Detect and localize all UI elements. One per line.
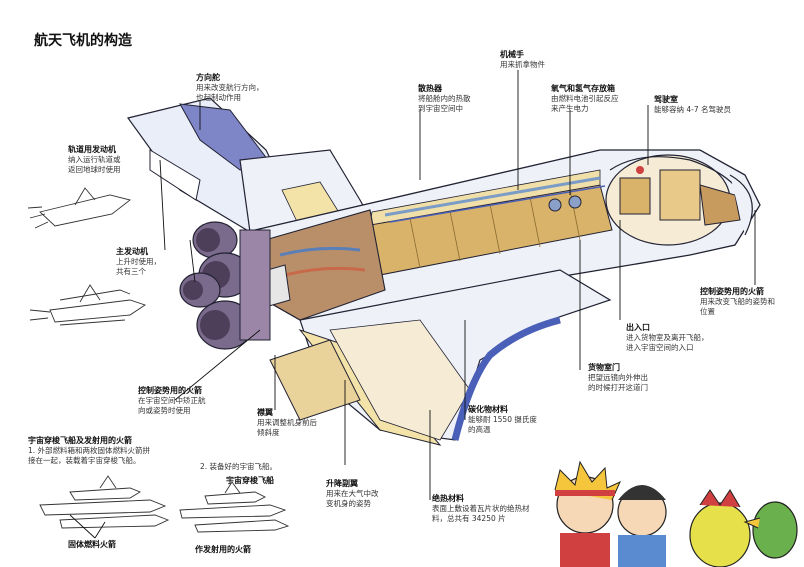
lower-wing (269, 269, 612, 446)
label-orbital-engine: 轨道用发动机 纳入运行轨道或 返回地球时使用 (68, 145, 121, 174)
label-launch: 宇宙穿梭飞船及发射用的火箭 1. 外部燃料箱和两枚固体燃料火箭拼 接在一起，装载… (28, 436, 151, 465)
label-control-rocket-front: 控制姿势用的火箭 用来改变飞船的姿势和 位置 (700, 287, 775, 316)
label-robot-arm: 机械手 用来抓拿物件 (500, 50, 545, 69)
label-srb-tag: 固体燃料火箭 (68, 540, 116, 549)
sketch-orbital-shuttle (27, 187, 132, 229)
sketch-assembled (179, 481, 290, 533)
label-launch-rocket-tag: 作发射用的火箭 (195, 545, 251, 554)
label-rudder: 方向舵 用来改变航行方向， 也起制动作用 (196, 73, 264, 102)
label-tanks: 氧气和氢气存放箱 由燃料电池引起反应 来产生电力 (551, 84, 619, 113)
label-body-flap: 襟翼 用来调整机身前后 倾斜度 (257, 408, 317, 437)
label-control-rocket-rear: 控制姿势用的火箭 在宇宙空间中矫正航 向或姿势时使用 (138, 386, 206, 415)
sketch-stack (39, 475, 170, 529)
label-insulation: 绝热材料 表面上敷设着瓦片状的绝热材 料，总共有 34250 片 (432, 494, 530, 523)
page-title: 航天飞机的构造 (34, 33, 132, 49)
fuselage (249, 149, 761, 321)
main-engines (179, 221, 271, 350)
cartoon-characters (554, 460, 798, 567)
label-cockpit: 驾驶室 能够容纳 4-7 名驾驶员 (654, 95, 732, 114)
label-elevon: 升降副翼 用来在大气中改 变机身的姿势 (326, 479, 379, 508)
label-step2: 2. 装备好的宇宙飞船。 (200, 462, 278, 471)
label-hatch: 出入口 进入货物室及离开飞船， 进入宇宙空间的入口 (626, 323, 709, 352)
sketch-ascent-shuttle (29, 284, 147, 326)
leader-lines (69, 70, 756, 539)
label-carbon: 碳化物材料 能够耐 1550 摄氏度 的高温 (468, 405, 537, 434)
label-radiator: 散热器 将船舱内的热散 到宇宙空间中 (418, 84, 471, 113)
label-cargo-door: 货物室门 把望远镜向外伸出 的时候打开这道门 (588, 363, 648, 392)
label-shuttle-tag: 宇宙穿梭飞船 (226, 476, 274, 485)
label-main-engine: 主发动机 上升时使用， 共有三个 (116, 247, 161, 276)
